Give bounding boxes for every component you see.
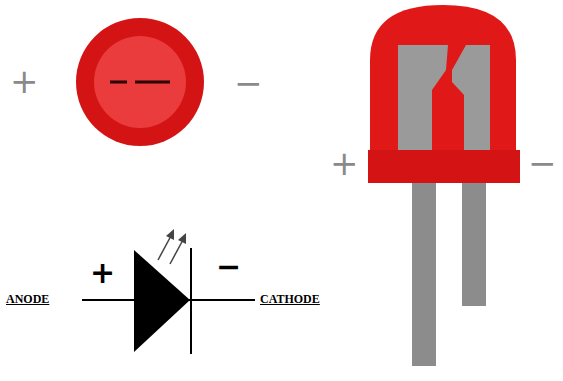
polarity-sign: +	[90, 258, 115, 288]
polarity-sign: +	[10, 64, 39, 98]
polarity-sign: +	[330, 146, 359, 180]
polarity-sign: −	[528, 146, 557, 180]
terminal-name: ANODE	[6, 293, 49, 305]
diode-symbol	[82, 229, 255, 354]
led-side-view	[368, 5, 520, 366]
polarity-sign: −	[216, 252, 241, 282]
led-top-view	[76, 18, 204, 146]
terminal-name: CATHODE	[260, 293, 320, 305]
polarity-sign: −	[234, 66, 263, 100]
